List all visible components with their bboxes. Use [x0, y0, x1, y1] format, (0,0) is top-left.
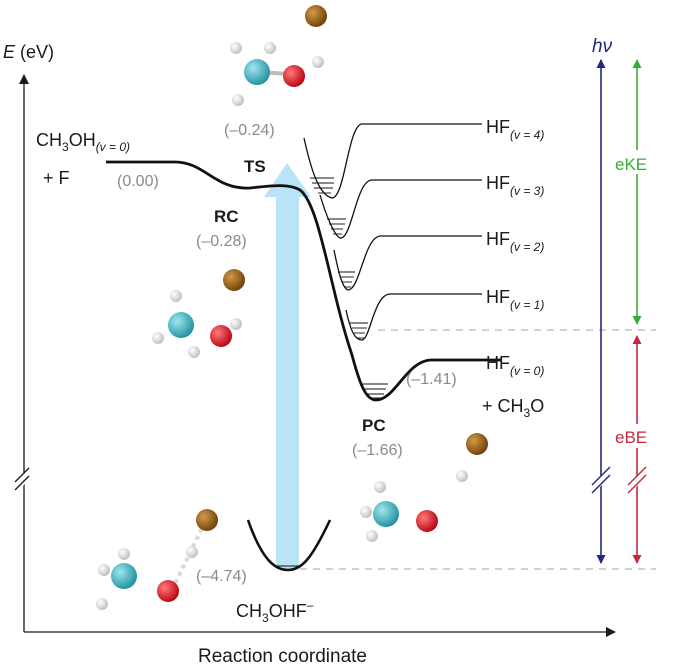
hf-v3-label: HF(v = 3)	[486, 173, 544, 198]
hv-arrow: hν	[589, 36, 613, 564]
pc-label: PC	[362, 416, 386, 435]
eke-arrow: eKE	[612, 59, 668, 325]
hf-v3-curve	[319, 179, 482, 239]
product-energy: (–1.41)	[406, 371, 457, 388]
hf-labels: HF(v = 4) HF(v = 3) HF(v = 2) HF(v = 1) …	[486, 117, 544, 378]
anion-well	[246, 519, 332, 572]
product-ch3o-label: + CH3O	[482, 396, 544, 420]
ts-energy: (–0.24)	[224, 122, 275, 139]
ts-molecule-image	[230, 5, 327, 106]
y-axis-break	[12, 467, 32, 491]
axes: E (eV) Reaction coordinate	[3, 42, 616, 667]
hf-v2-label: HF(v = 2)	[486, 229, 544, 254]
pes-curve	[106, 160, 502, 402]
hf-v1-curve	[345, 293, 482, 341]
x-axis-label: Reaction coordinate	[198, 646, 367, 667]
excitation-arrow	[264, 163, 311, 569]
anion-molecule-image	[96, 509, 218, 610]
hf-v4-curve	[303, 123, 482, 199]
ts-label: TS	[244, 157, 266, 176]
y-axis-label: E (eV)	[3, 42, 54, 62]
anion-energy: (–4.74)	[196, 568, 247, 585]
hf-v1-label: HF(v = 1)	[486, 287, 544, 312]
ebe-label: eBE	[615, 428, 647, 447]
rc-energy: (–0.28)	[196, 233, 247, 250]
hf-v0-label: HF(v = 0)	[486, 353, 544, 378]
rc-molecule-image	[152, 269, 245, 358]
reactant-label: CH3OH(v = 0)	[36, 130, 130, 154]
hf-v2-curve	[333, 235, 482, 291]
anion-label: CH3OHF–	[236, 598, 314, 625]
reactant-plus-f: + F	[43, 168, 70, 188]
eke-label: eKE	[615, 155, 647, 174]
rc-label: RC	[214, 207, 239, 226]
hf-potentials	[303, 123, 482, 341]
hf-v4-label: HF(v = 4)	[486, 117, 544, 142]
pc-energy: (–1.66)	[352, 442, 403, 459]
pc-molecule-image	[360, 433, 488, 542]
reactant-energy: (0.00)	[117, 173, 159, 190]
ebe-arrow: eBE	[612, 335, 668, 564]
hv-label: hν	[592, 36, 613, 57]
vib-levels	[310, 177, 388, 399]
